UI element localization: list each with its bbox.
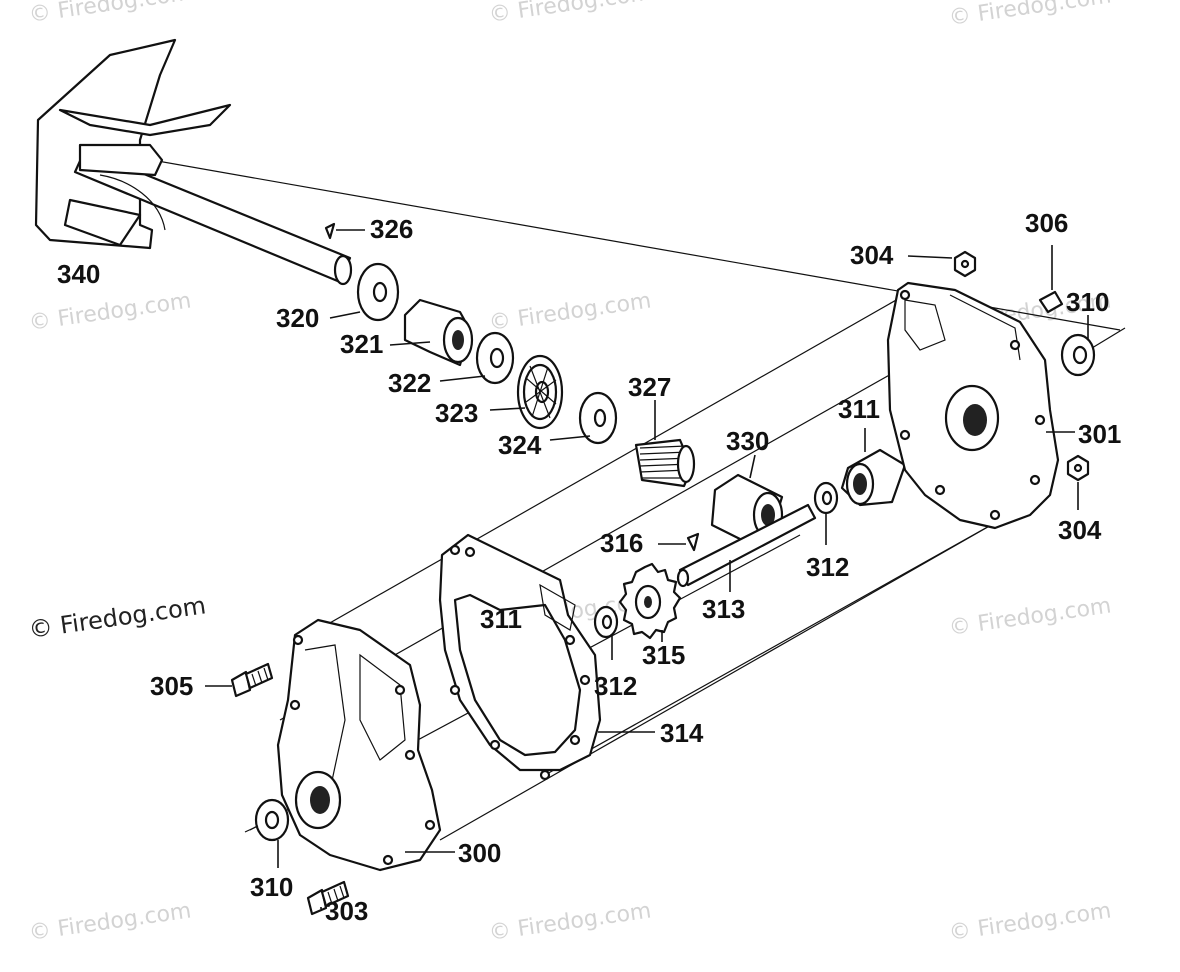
part-321-hub (389, 298, 474, 367)
callout-312-upper: 312 (806, 552, 849, 582)
callout-312-lower: 312 (594, 671, 637, 701)
part-326-pin (324, 222, 365, 240)
part-311-bushing-upper (840, 428, 907, 507)
part-301-gear-case-right (886, 281, 1075, 530)
part-306-screw (1038, 245, 1064, 314)
watermark: © Firedog.com (487, 288, 653, 336)
callout-320: 320 (276, 303, 319, 333)
callout-316: 316 (600, 528, 643, 558)
part-312-washer-lower (593, 605, 619, 660)
part-322-thrust-washer (439, 331, 515, 385)
part-310-seal-right (1060, 315, 1126, 377)
callout-311-upper: 311 (838, 394, 880, 424)
callout-311-lower: 311 (480, 604, 522, 634)
watermark: © Firedog.com (947, 898, 1113, 946)
part-303-bolt (306, 880, 350, 916)
part-327-worm-gear (634, 400, 696, 488)
callout-321: 321 (340, 329, 383, 359)
callout-315: 315 (642, 640, 685, 670)
watermark: © Firedog.com (947, 593, 1113, 641)
part-323-thrust-bearing (489, 354, 564, 430)
callout-306: 306 (1025, 208, 1068, 238)
callout-305: 305 (150, 671, 193, 701)
callout-labels: 340 326 320 321 322 323 324 327 330 311 … (57, 208, 1121, 926)
part-324-washer (549, 391, 618, 445)
watermark: © Firedog.com (947, 0, 1113, 31)
callout-326: 326 (370, 214, 413, 244)
callout-304-upper: 304 (850, 240, 894, 270)
callout-303: 303 (325, 896, 368, 926)
callout-340: 340 (57, 259, 100, 289)
callout-324: 324 (498, 430, 542, 460)
callout-310-right: 310 (1066, 287, 1109, 317)
part-310-seal-left (244, 798, 290, 868)
callout-310-left: 310 (250, 872, 293, 902)
part-320-washer (329, 262, 400, 322)
part-312-washer-upper (813, 481, 839, 545)
part-314-gasket (438, 533, 655, 781)
callout-322: 322 (388, 368, 431, 398)
part-330-sleeve (710, 454, 784, 542)
watermark: © Firedog.com (27, 898, 193, 946)
callout-327: 327 (628, 372, 671, 402)
part-304-nut-upper (907, 250, 977, 278)
watermark-prominent: © Firedog.com (27, 591, 208, 644)
part-313-shaft (676, 503, 817, 592)
callout-300: 300 (458, 838, 501, 868)
callout-330: 330 (726, 426, 769, 456)
part-304-nut-lower (1066, 454, 1090, 510)
watermark: © Firedog.com (487, 0, 653, 28)
part-340-impeller-shaft (34, 38, 353, 286)
watermark: © Firedog.com (27, 288, 193, 336)
callout-313: 313 (702, 594, 745, 624)
callout-314: 314 (660, 718, 704, 748)
watermark: © Firedog.com (27, 0, 193, 28)
part-315-spur-gear (618, 562, 682, 642)
callout-301: 301 (1078, 419, 1121, 449)
part-300-gear-case-left (276, 618, 455, 872)
watermark: © Firedog.com (487, 898, 653, 946)
part-305-bolt (205, 662, 274, 698)
callout-323: 323 (435, 398, 478, 428)
part-316-pin (658, 532, 700, 552)
callout-304-lower: 304 (1058, 515, 1102, 545)
